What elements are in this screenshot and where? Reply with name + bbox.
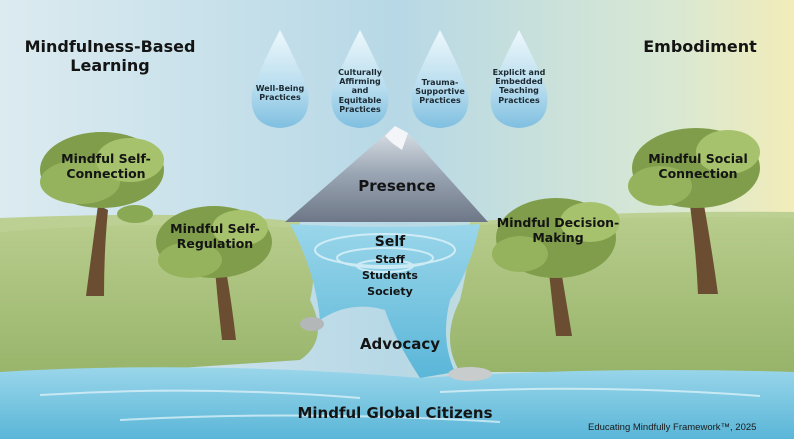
tree-label-social-connection: Mindful Social Connection <box>648 151 748 181</box>
self-item-students: Students <box>362 269 418 282</box>
drop-shapes <box>251 30 548 128</box>
title-left: Mindfulness-Based Learning <box>24 37 196 75</box>
drop-2 <box>331 30 389 128</box>
drop-4 <box>490 30 548 128</box>
credit-text: Educating Mindfully Framework™, 2025 <box>588 422 757 433</box>
tree-label-decision-making: Mindful Decision-Making <box>496 215 620 245</box>
presence-label: Presence <box>358 177 436 195</box>
title-right: Embodiment <box>643 37 757 56</box>
drop-label-wellbeing: Well-Being Practices <box>255 84 305 103</box>
tree-label-self-regulation: Mindful Self-Regulation <box>170 221 260 251</box>
drop-1 <box>251 30 309 128</box>
self-item-staff: Staff <box>375 253 405 266</box>
tree-label-self-connection: Mindful Self-Connection <box>61 151 151 181</box>
drop-3 <box>411 30 469 128</box>
drop-label-trauma-supportive: Trauma-Supportive Practices <box>415 78 465 106</box>
advocacy-label: Advocacy <box>359 335 441 353</box>
tree-decision-making <box>492 198 620 336</box>
self-item-society: Society <box>367 285 413 298</box>
tree-self-connection <box>40 132 164 296</box>
drop-label-culturally-affirming: Culturally Affirming and Equitable Pract… <box>338 68 382 114</box>
tree-self-regulation <box>156 206 272 340</box>
bottom-label: Mindful Global Citizens <box>297 404 493 422</box>
drop-label-explicit-teaching: Explicit and Embedded Teaching Practices <box>492 68 546 105</box>
mountain <box>285 126 488 222</box>
tree-social-connection <box>628 128 760 294</box>
self-label: Self <box>374 234 406 250</box>
